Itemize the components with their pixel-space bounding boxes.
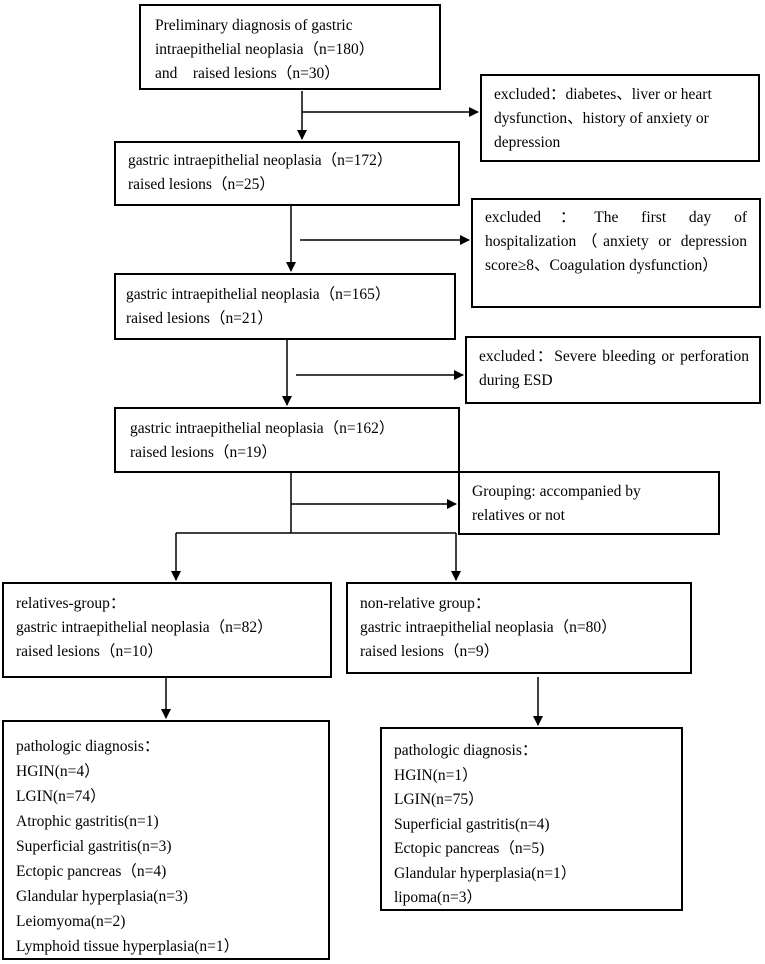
text-line: Atrophic gastritis(n=1) <box>16 813 159 830</box>
text-line: gastric intraepithelial neoplasia（n=162） <box>130 420 395 437</box>
text-line: Lymphoid tissue hyperplasia(n=1） <box>16 938 240 955</box>
text-line: Ectopic pancreas（n=5) <box>394 840 545 857</box>
box-exclusion-1: excluded：diabetes、liver or heart dysfunc… <box>480 74 760 162</box>
text-line: gastric intraepithelial neoplasia（n=82） <box>16 619 273 636</box>
text-line: LGIN(n=75） <box>394 791 484 808</box>
text-line: raised lesions（n=10） <box>16 643 163 660</box>
text-line: intraepithelial neoplasia（n=180） <box>155 41 375 58</box>
box-step-4: gastric intraepithelial neoplasia（n=162）… <box>114 407 460 473</box>
text-paragraph: excluded：Severe bleeding or perforation … <box>479 348 749 389</box>
text-line: Superficial gastritis(n=3) <box>16 838 172 855</box>
text-line: relatives or not <box>472 507 565 524</box>
text-line: Grouping: accompanied by <box>472 483 641 500</box>
text-line: Leiomyoma(n=2) <box>16 913 126 930</box>
text-line: Glandular hyperplasia(n=3) <box>16 888 188 905</box>
text-line: LGIN(n=74） <box>16 788 106 805</box>
text-line: HGIN(n=4） <box>16 763 100 780</box>
text-line: Superficial gastritis(n=4) <box>394 815 550 833</box>
text-line: Glandular hyperplasia(n=1） <box>394 864 577 882</box>
box-exclusion-3: excluded：Severe bleeding or perforation … <box>465 336 761 404</box>
text-line: lipoma(n=3） <box>394 889 482 906</box>
box-pathology-non-relatives: pathologic diagnosis： HGIN(n=1） LGIN(n=7… <box>380 727 683 911</box>
text-line: pathologic diagnosis： <box>394 742 538 759</box>
box-step-2: gastric intraepithelial neoplasia（n=172）… <box>114 141 460 206</box>
text-line: raised lesions（n=9） <box>360 643 500 660</box>
text-line: depression <box>494 134 561 151</box>
box-relatives-group: relatives-group： gastric intraepithelial… <box>2 582 332 678</box>
text-line: raised lesions（n=19） <box>130 444 277 461</box>
text-line: raised lesions（n=25） <box>128 176 275 193</box>
box-non-relative-group: non-relative group： gastric intraepithel… <box>346 582 692 674</box>
text-line: excluded：diabetes、liver or heart <box>494 86 712 103</box>
text-line: raised lesions（n=21） <box>126 310 273 327</box>
text-line: gastric intraepithelial neoplasia（n=80） <box>360 619 617 636</box>
box-grouping: Grouping: accompanied by relatives or no… <box>458 471 720 535</box>
text-line: gastric intraepithelial neoplasia（n=172） <box>128 152 393 169</box>
text-line: pathologic diagnosis： <box>16 738 160 755</box>
text-line: Ectopic pancreas（n=4) <box>16 863 167 880</box>
box-pathology-relatives: pathologic diagnosis： HGIN(n=4） LGIN(n=7… <box>2 720 330 960</box>
box-step-3: gastric intraepithelial neoplasia（n=165）… <box>114 273 456 340</box>
text-paragraph: excluded：The first day of hospitalizatio… <box>485 209 747 274</box>
text-line: relatives-group： <box>16 595 126 612</box>
text-line: Preliminary diagnosis of gastric <box>155 17 353 34</box>
text-line: dysfunction、history of anxiety or <box>494 110 709 127</box>
box-exclusion-2: excluded：The first day of hospitalizatio… <box>471 198 761 308</box>
text-line: non-relative group： <box>360 595 491 612</box>
text-line: HGIN(n=1） <box>394 766 478 784</box>
text-line: and raised lesions（n=30） <box>155 65 340 82</box>
box-preliminary-diagnosis: Preliminary diagnosis of gastric intraep… <box>139 4 441 90</box>
text-line: gastric intraepithelial neoplasia（n=165） <box>126 286 391 303</box>
